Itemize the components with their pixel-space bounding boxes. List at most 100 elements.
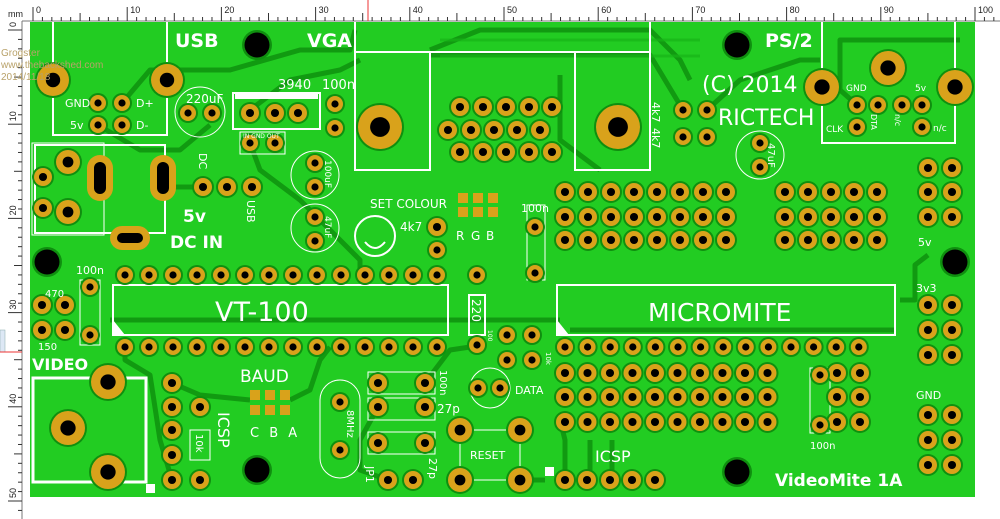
jumper-pad[interactable] <box>473 193 483 203</box>
pad[interactable] <box>305 231 325 251</box>
usb-pin[interactable] <box>88 115 108 135</box>
pad[interactable] <box>32 166 54 188</box>
header-pin[interactable] <box>797 206 819 228</box>
icsp-pin[interactable] <box>576 469 598 491</box>
icsp-pin[interactable] <box>161 444 183 466</box>
reset-switch-pad[interactable] <box>446 416 474 444</box>
pad[interactable] <box>32 197 54 219</box>
reset-switch-pad[interactable] <box>506 466 534 494</box>
usb-pin[interactable] <box>112 115 132 135</box>
vga-pin[interactable] <box>506 119 528 141</box>
expansion-pin[interactable] <box>711 362 734 384</box>
header-pin[interactable] <box>577 206 599 228</box>
usb-pin[interactable] <box>112 93 132 113</box>
jumper-pad[interactable] <box>488 193 498 203</box>
icsp-pin[interactable] <box>621 469 643 491</box>
header-pin[interactable] <box>866 181 888 203</box>
vga-pin[interactable] <box>460 119 482 141</box>
jumper-pad[interactable] <box>280 390 290 400</box>
pad[interactable] <box>697 127 717 147</box>
jumper-pad[interactable] <box>458 193 468 203</box>
expansion-pin[interactable] <box>711 386 734 408</box>
expansion-pin[interactable] <box>826 362 848 384</box>
header-pin[interactable] <box>715 229 737 251</box>
pad[interactable] <box>54 148 82 176</box>
header-pin[interactable] <box>646 206 668 228</box>
micromite-pin[interactable] <box>600 337 621 357</box>
vt100-pin[interactable] <box>259 265 279 285</box>
pad[interactable] <box>189 469 211 491</box>
pad[interactable] <box>426 216 448 238</box>
header-pin[interactable] <box>669 206 691 228</box>
jumper-pad[interactable] <box>473 207 483 217</box>
header-pin[interactable] <box>577 229 599 251</box>
expansion-pin[interactable] <box>644 411 666 433</box>
power-header-pin[interactable] <box>941 157 963 179</box>
icsp-pin[interactable] <box>554 469 576 491</box>
vt100-pin[interactable] <box>187 265 207 285</box>
pad[interactable] <box>427 240 447 260</box>
expansion-pin[interactable] <box>756 362 779 384</box>
header-pin[interactable] <box>623 181 645 203</box>
vt100-pin[interactable] <box>307 265 327 285</box>
ps2-mount-pad[interactable] <box>803 68 841 106</box>
expansion-pin[interactable] <box>849 362 871 384</box>
icsp-pin[interactable] <box>161 469 183 491</box>
power-header-pin[interactable] <box>917 429 939 451</box>
vt100-pin[interactable] <box>115 337 135 357</box>
micromite-pin[interactable] <box>645 337 666 357</box>
power-header-pin[interactable] <box>917 404 939 426</box>
slot-pad[interactable] <box>110 226 150 250</box>
expansion-pin[interactable] <box>621 362 644 384</box>
header-pin[interactable] <box>715 181 737 203</box>
reset-switch-pad[interactable] <box>446 466 474 494</box>
vt100-pin[interactable] <box>211 337 231 357</box>
vt100-pin[interactable] <box>283 337 303 357</box>
header-pin[interactable] <box>646 181 668 203</box>
header-pin[interactable] <box>646 229 668 251</box>
pad[interactable] <box>305 153 325 173</box>
power-header-pin[interactable] <box>917 181 939 203</box>
expansion-pin[interactable] <box>734 386 756 408</box>
expansion-pin[interactable] <box>599 362 621 384</box>
header-pin[interactable] <box>600 229 622 251</box>
video-rca-pad[interactable] <box>49 409 87 447</box>
power-header-pin[interactable] <box>941 344 963 366</box>
power-header-pin[interactable] <box>941 404 963 426</box>
power-header-pin[interactable] <box>941 454 963 476</box>
header-pin[interactable] <box>623 229 645 251</box>
micromite-pin[interactable] <box>713 337 734 357</box>
ps2-mount-pad[interactable] <box>936 68 974 106</box>
expansion-pin[interactable] <box>554 411 576 433</box>
video-rca-pad[interactable] <box>89 453 127 491</box>
crystal-pin[interactable] <box>330 392 350 412</box>
expansion-pin[interactable] <box>644 362 666 384</box>
expansion-pin[interactable] <box>666 411 689 433</box>
vt100-pin[interactable] <box>163 265 183 285</box>
vt100-pin[interactable] <box>403 265 423 285</box>
power-select-pin[interactable] <box>192 176 214 198</box>
expansion-pin[interactable] <box>849 386 871 408</box>
pad[interactable] <box>240 133 260 153</box>
pad[interactable] <box>497 350 517 370</box>
pad[interactable] <box>265 133 285 153</box>
pad[interactable] <box>31 319 53 341</box>
header-pin[interactable] <box>843 229 865 251</box>
power-header-pin[interactable] <box>941 319 963 341</box>
vga-pin[interactable] <box>541 141 563 163</box>
power-header-pin[interactable] <box>941 181 963 203</box>
pad[interactable] <box>673 100 693 120</box>
pad[interactable] <box>80 325 100 345</box>
micromite-pin[interactable] <box>668 337 688 357</box>
power-select-pin[interactable] <box>216 176 238 198</box>
pad[interactable] <box>367 372 389 394</box>
expansion-pin[interactable] <box>576 362 599 384</box>
pad[interactable] <box>325 118 345 138</box>
vt100-pin[interactable] <box>211 265 231 285</box>
vga-pin[interactable] <box>495 96 517 118</box>
micromite-pin[interactable] <box>826 337 847 357</box>
vt100-pin[interactable] <box>331 337 351 357</box>
header-pin[interactable] <box>600 206 622 228</box>
vga-pin[interactable] <box>495 141 517 163</box>
left-ruler[interactable] <box>0 0 22 519</box>
